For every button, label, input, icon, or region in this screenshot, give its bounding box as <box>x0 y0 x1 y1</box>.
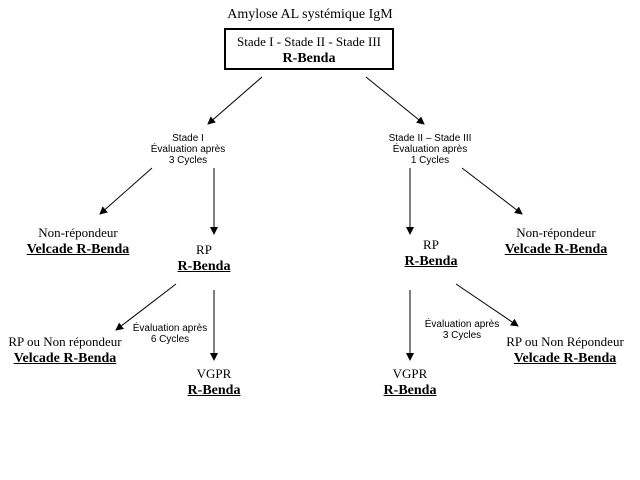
right-vgpr-treatment: R-Benda <box>383 383 437 398</box>
arrow-right-to-nonresponder <box>461 167 523 215</box>
left-rpnr-node: RP ou Non répondeur Velcade R-Benda <box>0 334 130 368</box>
arrow-right-rp-to-rpnr <box>455 283 519 327</box>
left-second-eval-after: Évaluation après <box>132 323 208 334</box>
right-rp-treatment: R-Benda <box>404 254 458 269</box>
left-nonresponder-treatment: Velcade R-Benda <box>26 242 130 257</box>
left-rp-node: RP R-Benda <box>164 242 244 276</box>
root-stages: Stade I - Stade II - Stade III <box>236 34 382 49</box>
left-rpnr-label: RP ou Non répondeur <box>8 334 122 349</box>
left-eval-stage: Stade I <box>172 133 204 144</box>
right-rpnr-treatment: Velcade R-Benda <box>513 351 617 366</box>
left-nonresponder-label: Non-répondeur <box>38 225 118 240</box>
right-rp-node: RP R-Benda <box>391 237 471 271</box>
right-second-eval-cycles: 3 Cycles <box>442 330 482 341</box>
right-vgpr-node: VGPR R-Benda <box>370 366 450 400</box>
right-eval-node: Stade II – Stade III Évaluation après 1 … <box>370 133 490 166</box>
left-vgpr-treatment: R-Benda <box>187 383 241 398</box>
left-vgpr-label: VGPR <box>196 366 232 381</box>
left-second-eval-node: Évaluation après 6 Cycles <box>120 323 220 345</box>
left-rp-label: RP <box>196 242 212 257</box>
right-eval-stage: Stade II – Stade III <box>388 133 472 144</box>
right-second-eval-after: Évaluation après <box>424 319 500 330</box>
left-eval-node: Stade I Évaluation après 3 Cycles <box>128 133 248 166</box>
left-second-eval-cycles: 6 Cycles <box>150 334 190 345</box>
left-rp-treatment: R-Benda <box>177 259 231 274</box>
right-vgpr-label: VGPR <box>392 366 428 381</box>
arrow-root-to-left <box>207 76 263 125</box>
left-nonresponder-node: Non-répondeur Velcade R-Benda <box>8 225 148 259</box>
root-node: Stade I - Stade II - Stade III R-Benda <box>224 28 394 70</box>
diagram-title: Amylose AL systémique IgM <box>227 7 393 22</box>
right-nonresponder-label: Non-répondeur <box>516 225 596 240</box>
right-rpnr-node: RP ou Non Répondeur Velcade R-Benda <box>494 334 636 368</box>
left-rpnr-treatment: Velcade R-Benda <box>13 351 117 366</box>
right-eval-cycles: 1 Cycles <box>410 155 450 166</box>
right-eval-after: Évaluation après <box>392 144 468 155</box>
left-eval-cycles: 3 Cycles <box>168 155 208 166</box>
right-nonresponder-node: Non-répondeur Velcade R-Benda <box>486 225 626 259</box>
right-nonresponder-treatment: Velcade R-Benda <box>504 242 608 257</box>
root-treatment: R-Benda <box>282 51 336 66</box>
right-rp-label: RP <box>423 237 439 252</box>
right-second-eval-node: Évaluation après 3 Cycles <box>412 319 512 341</box>
left-vgpr-node: VGPR R-Benda <box>174 366 254 400</box>
arrow-left-rp-to-rpnr <box>115 283 177 331</box>
arrow-left-to-nonresponder <box>99 167 153 215</box>
right-rpnr-label: RP ou Non Répondeur <box>506 334 624 349</box>
left-eval-after: Évaluation après <box>150 144 226 155</box>
arrow-root-to-right <box>365 76 425 125</box>
